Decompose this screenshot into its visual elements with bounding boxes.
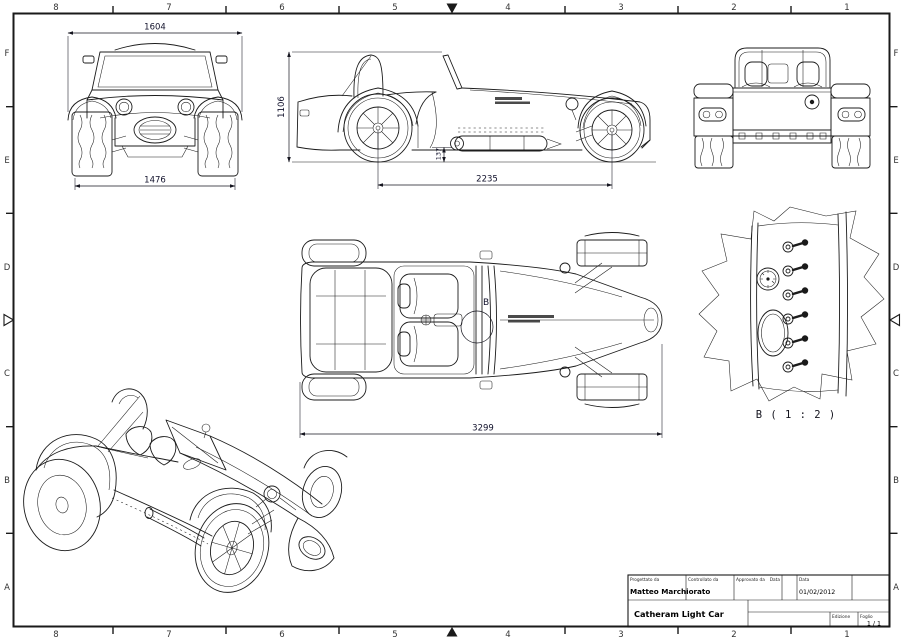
center-arrow-left	[3, 313, 15, 327]
dim-top-length: 3299	[472, 424, 494, 434]
zone-right-D: D	[893, 263, 900, 273]
zone-bottom-4: 4	[505, 630, 510, 640]
rear-view	[693, 47, 871, 169]
edition-label: Edizione	[832, 614, 850, 620]
side-view: 1106 137 2235	[277, 51, 656, 189]
zone-right-A: A	[893, 583, 899, 593]
zone-bottom-3: 3	[618, 630, 623, 640]
isometric-view	[23, 388, 348, 593]
detail-caption: B ( 1 : 2 )	[756, 409, 837, 421]
drawing-title: Catheram Light Car	[634, 609, 725, 619]
dim-side-wheelbase: 2235	[476, 175, 498, 185]
zone-top-2: 2	[731, 3, 736, 13]
zone-bottom-2: 2	[731, 630, 736, 640]
designed-by-value: Matteo Marchiorato	[630, 587, 710, 596]
zone-top-5: 5	[392, 3, 397, 13]
title-block: Progettato da Matteo Marchiorato Control…	[627, 574, 890, 628]
zone-left-E: E	[4, 156, 9, 166]
zone-left-F: F	[5, 49, 10, 59]
zone-top-1: 1	[844, 3, 849, 13]
zone-right-F: F	[894, 49, 899, 59]
zone-bottom-5: 5	[392, 630, 397, 640]
zone-right-E: E	[893, 156, 898, 166]
dim-front-width-bottom: 1476	[144, 176, 166, 186]
zone-bottom-6: 6	[279, 630, 284, 640]
zone-bottom-8: 8	[53, 630, 58, 640]
dim-side-height: 1106	[277, 96, 287, 118]
sheet-label: Foglio	[860, 614, 873, 620]
zone-top-7: 7	[166, 3, 171, 13]
approved-by-label: Approvato da	[736, 577, 765, 583]
zone-top-4: 4	[505, 3, 510, 13]
zone-left-D: D	[4, 263, 11, 273]
top-view: B 3299	[299, 232, 663, 438]
sheet-value: 1 / 1	[867, 621, 881, 628]
dim-side-ground: 137	[435, 148, 443, 160]
date-value: 01/02/2012	[799, 589, 835, 596]
front-view: 1604 1476	[67, 23, 243, 190]
designed-by-label: Progettato da	[630, 577, 660, 583]
date-label: Data	[770, 577, 781, 583]
zone-right-C: C	[893, 369, 899, 379]
zone-top-3: 3	[618, 3, 623, 13]
center-arrow-right	[888, 313, 901, 327]
zone-left-B: B	[4, 476, 10, 486]
drawing-frame: 8 7 6 5 4 3 2 1 8 7 6 5 4 3 2 1 F E D C …	[3, 3, 901, 640]
date2-label: Data	[799, 577, 810, 583]
dim-front-width-top: 1604	[144, 23, 166, 33]
center-arrow-bottom	[446, 627, 458, 637]
zone-left-C: C	[4, 369, 10, 379]
detail-marker-b: B	[483, 298, 489, 308]
zone-top-6: 6	[279, 3, 284, 13]
checked-by-label: Controllato da	[688, 577, 719, 583]
zone-bottom-1: 1	[844, 630, 849, 640]
zone-right-B: B	[893, 476, 899, 486]
detail-switches	[782, 239, 809, 373]
detail-view-b: B ( 1 : 2 )	[698, 206, 885, 421]
zone-left-A: A	[4, 583, 10, 593]
zone-bottom-7: 7	[166, 630, 171, 640]
center-arrow-top	[446, 3, 458, 14]
zone-top-8: 8	[53, 3, 58, 13]
